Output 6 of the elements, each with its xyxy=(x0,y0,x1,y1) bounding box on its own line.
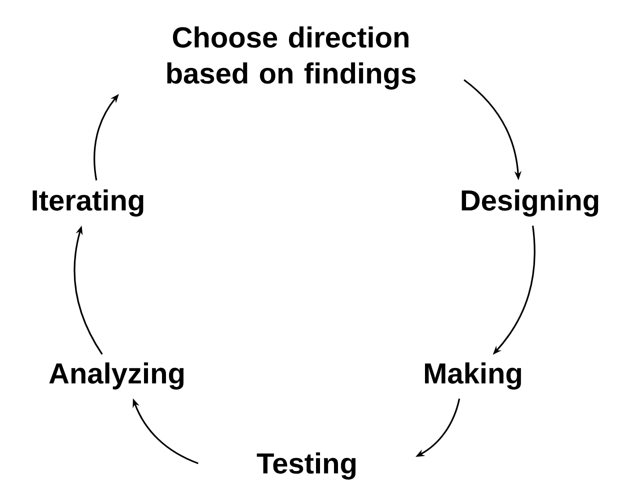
step-label: Analyzing xyxy=(49,362,184,390)
step-label: Choose direction based on findings xyxy=(167,26,416,90)
step-label: Iterating xyxy=(32,189,144,217)
step-label: Testing xyxy=(256,452,356,480)
step-label: Designing xyxy=(462,189,598,217)
step-label: Making xyxy=(425,362,522,390)
